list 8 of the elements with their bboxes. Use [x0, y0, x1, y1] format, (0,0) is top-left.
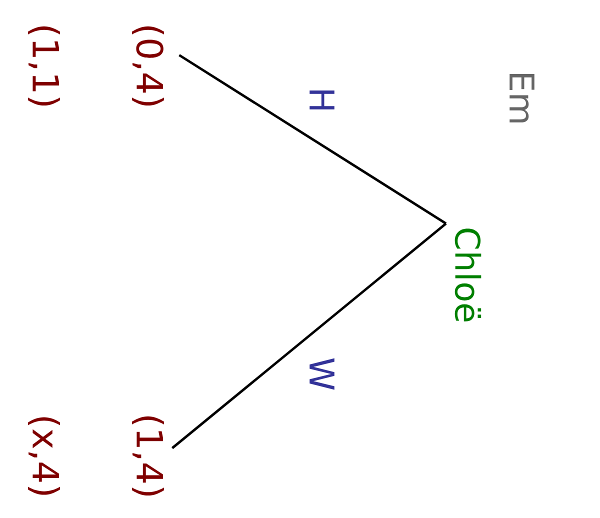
edge-label: H	[310, 90, 334, 110]
edge-label: W	[310, 358, 334, 390]
payoff-label: (1,4) (x,4)	[28, 416, 164, 496]
note-label: Em	[510, 74, 534, 122]
tree-branch	[171, 222, 447, 450]
tree-branch	[178, 54, 447, 225]
decision-node-label: Chloë	[454, 228, 482, 322]
payoff-label: (0,4) (1,1)	[28, 26, 164, 106]
